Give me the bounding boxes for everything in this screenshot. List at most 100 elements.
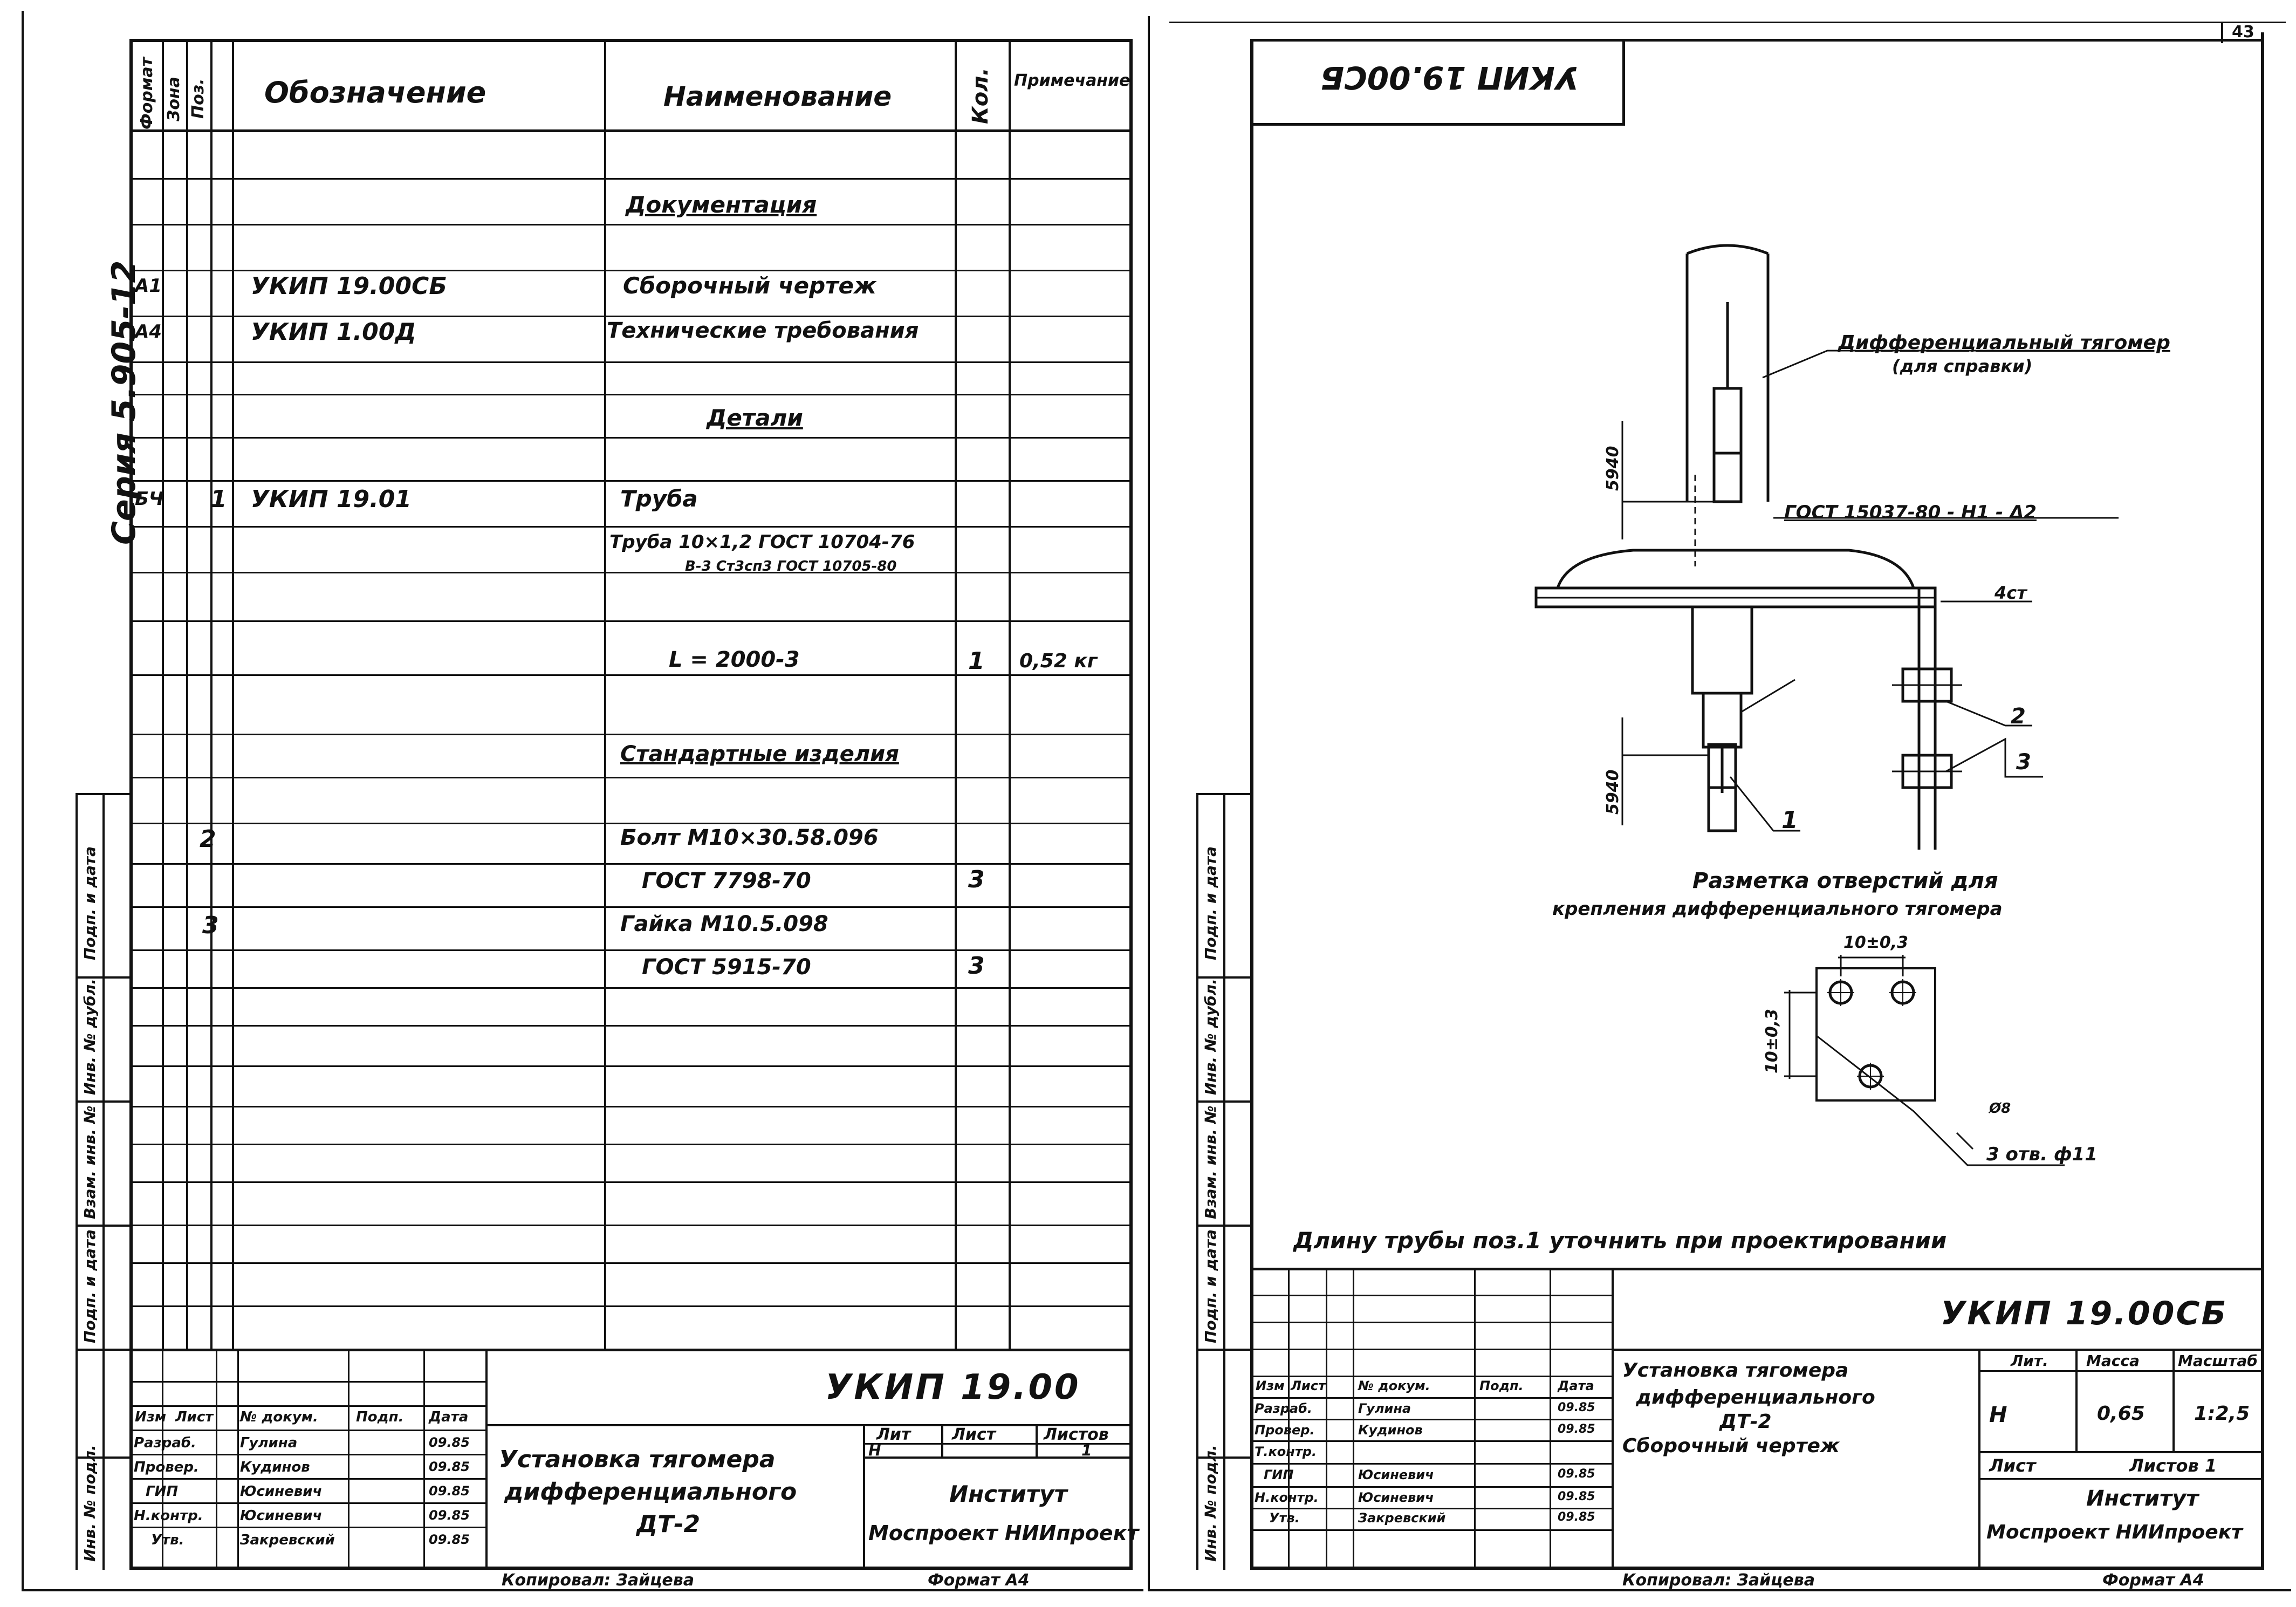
right-frame-top <box>1250 39 2264 42</box>
row-name-pipe-steel: В-3 Ст3сп3 ГОСТ 10705-80 <box>685 558 897 575</box>
rtb-date-5: 09.85 <box>1558 1490 1595 1503</box>
r-sig-grid-row <box>1253 1508 1612 1509</box>
label-dim-bot: 5940 <box>1603 769 1622 815</box>
rtb-scale-value: 1:2,5 <box>2194 1403 2250 1425</box>
r-side-stamp-sep5 <box>1196 1456 1250 1459</box>
rtb-top <box>1250 1268 2264 1270</box>
rtb-lms-col1 <box>2075 1349 2078 1451</box>
row-name-standard-items: Стандартные изделия <box>620 742 899 767</box>
label-gauge-note: (для справки) <box>1892 356 2033 377</box>
r-side-stamp-mid <box>1223 793 1225 1570</box>
spec-row-rule <box>133 316 1130 317</box>
spec-row-rule <box>133 1225 1130 1226</box>
side-stamp-sep2 <box>76 1100 129 1103</box>
tb-lit-col1 <box>941 1424 943 1456</box>
label-pos-2: 2 <box>2011 704 2026 729</box>
row-format-bch: БЧ <box>135 488 164 510</box>
label-holes-n: Ø8 <box>1989 1100 2011 1117</box>
tb-org-left <box>863 1424 865 1567</box>
left-frame-right <box>1129 39 1133 1570</box>
r-sig-grid-col <box>1288 1268 1290 1567</box>
row-pos-1: 1 <box>210 485 227 513</box>
spec-row-rule <box>133 1144 1130 1145</box>
rtb-name-4: Юсиневич <box>1358 1467 1434 1482</box>
r-side-stamp-sep4 <box>1196 1349 1250 1351</box>
sig-grid-col <box>348 1349 349 1567</box>
spec-row-rule <box>133 674 1130 676</box>
tb-top <box>129 1349 1133 1351</box>
rtb-role-3: Т.контр. <box>1255 1444 1317 1459</box>
row-name-details: Детали <box>707 405 803 431</box>
r-side-stamp-sep3 <box>1196 1225 1250 1227</box>
row-name-assembly: Сборочный чертеж <box>623 272 876 299</box>
spec-row-rule <box>133 1181 1130 1183</box>
rtb-role-5: Н.контр. <box>1255 1490 1319 1505</box>
right-frame-right <box>2261 32 2264 1570</box>
spec-row-rule <box>133 224 1130 225</box>
row-name-pipe-gost: Труба 10×1,2 ГОСТ 10704-76 <box>609 531 915 553</box>
r-footer-format: Формат А4 <box>2102 1571 2204 1590</box>
sig-grid-row <box>133 1527 485 1528</box>
side-stamp-sep4 <box>76 1349 129 1351</box>
spec-row-rule <box>133 823 1130 824</box>
rtb-date-6: 09.85 <box>1558 1510 1595 1524</box>
spec-row-rule <box>133 949 1130 951</box>
side-stamp-sign-date-2: Подп. и дата <box>81 1229 99 1343</box>
header-qty: Кол. <box>968 67 993 124</box>
rtb-title-line-3: ДТ-2 <box>1719 1411 1772 1433</box>
sig-grid-row <box>133 1381 485 1383</box>
tb-date-5: 09.85 <box>429 1532 470 1547</box>
r-side-stamp-orig-inv: Инв. № подл. <box>1202 1445 1219 1562</box>
drawing-note: Длину трубы поз.1 уточнить при проектиро… <box>1293 1227 1947 1254</box>
rtb-date-4: 09.85 <box>1558 1467 1595 1481</box>
tb-name-5: Закревский <box>240 1532 335 1548</box>
r-side-stamp-sep1 <box>1196 976 1250 979</box>
r-sig-grid-col <box>1612 1268 1613 1567</box>
tb-col-izm: Изм <box>135 1409 167 1425</box>
rtb-lms-hdr <box>1978 1370 2264 1372</box>
rtb-name-6: Закревский <box>1358 1510 1446 1526</box>
tb-sheets-value: 1 <box>1081 1441 1092 1459</box>
rtb-title-line-2: дифференциального <box>1636 1386 1875 1408</box>
rtb-scale: Масштаб <box>2178 1352 2258 1370</box>
tb-role-2: Провер. <box>134 1459 199 1475</box>
right-sheet-border-top <box>1169 22 2286 23</box>
right-frame-left <box>1250 39 1253 1570</box>
spec-row-rule <box>133 1305 1130 1307</box>
footer-copied: Копировал: Зайцева <box>502 1571 694 1590</box>
rtb-role-1: Разраб. <box>1255 1401 1312 1416</box>
left-frame-bottom <box>129 1567 1133 1570</box>
tb-name-3: Юсиневич <box>240 1483 323 1500</box>
rtb-org-1: Институт <box>2086 1486 2199 1511</box>
tb-doc-code: УКИП 19.00 <box>825 1367 1081 1407</box>
label-marking-2: крепления дифференциального тягомера <box>1552 898 2003 920</box>
label-standard: ГОСТ 15037-80 - Н1 - Δ2 <box>1784 502 2037 523</box>
r-side-stamp-sign-date-2: Подп. и дата <box>1202 1229 1219 1343</box>
tb-lit-value: Н <box>868 1441 881 1459</box>
row-pos-3: 3 <box>202 912 219 939</box>
r-sig-grid-row <box>1253 1295 1612 1296</box>
label-marking-1: Разметка отверстий для <box>1692 869 1998 893</box>
tb-col-doc: № докум. <box>240 1409 318 1425</box>
tb-role-1: Разраб. <box>134 1435 196 1451</box>
sig-grid-col <box>162 1349 163 1567</box>
tb-name-4: Юсиневич <box>240 1508 323 1524</box>
spec-row-rule <box>133 394 1130 395</box>
col-line-pos <box>210 39 213 1350</box>
col-line-note <box>1009 39 1011 1350</box>
r-sig-grid-row <box>1253 1397 1612 1399</box>
rtb-col-list: Лист <box>1291 1378 1326 1393</box>
sig-grid-col <box>216 1349 217 1567</box>
spec-row-rule <box>133 1025 1130 1027</box>
rtb-sheet-bottom <box>1978 1478 2264 1480</box>
row-designation-ukip-1901: УКИП 19.01 <box>251 485 412 513</box>
col-line-name <box>604 39 606 1350</box>
rtb-title-line-1: Установка тягомера <box>1622 1359 1849 1382</box>
tb-lit: Лит <box>876 1425 911 1444</box>
tb-role-5: Утв. <box>151 1532 184 1548</box>
sig-grid-row <box>133 1478 485 1480</box>
tb-col-date: Дата <box>429 1409 469 1425</box>
header-bottom <box>129 129 1133 132</box>
sig-grid-col <box>423 1349 425 1567</box>
col-line-format <box>162 39 164 1350</box>
